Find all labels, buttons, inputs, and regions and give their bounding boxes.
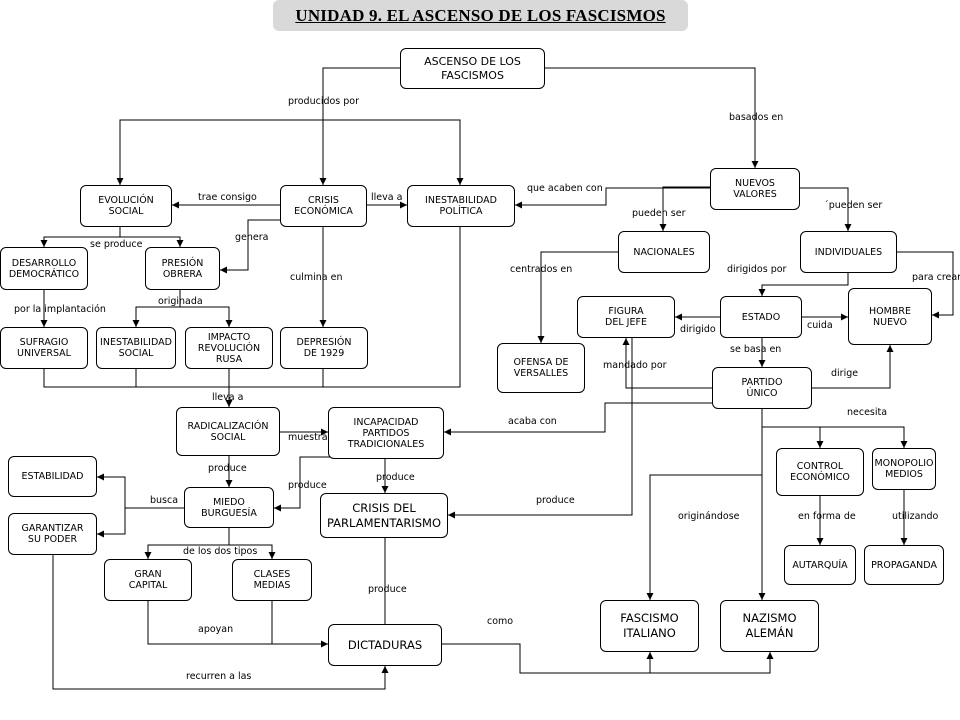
node-desarrollo-democratico: DESARROLLO DEMOCRÁTICO bbox=[0, 247, 88, 290]
node-incapacidad-partidos: INCAPACIDAD PARTIDOS TRADICIONALES bbox=[328, 407, 444, 459]
link-para-crear: para crear bbox=[912, 272, 960, 283]
link-busca: busca bbox=[150, 495, 179, 506]
node-hombre-nuevo: HOMBRE NUEVO bbox=[848, 288, 932, 345]
link-produce-2: produce bbox=[376, 472, 415, 483]
link-culmina-en: culmina en bbox=[290, 272, 343, 283]
node-ofensa-versalles: OFENSA DE VERSALLES bbox=[497, 343, 585, 393]
title-banner: UNIDAD 9. EL ASCENSO DE LOS FASCISMOS bbox=[273, 0, 688, 31]
link-utilizando: utilizando bbox=[892, 511, 939, 522]
link-se-produce: se produce bbox=[90, 239, 143, 250]
link-genera: genera bbox=[235, 232, 269, 243]
node-miedo-burguesia: MIEDO BURGUESÍA bbox=[184, 487, 274, 528]
node-inestabilidad-social: INESTABILIDAD SOCIAL bbox=[96, 327, 176, 369]
link-pueden-ser-2: ´pueden ser bbox=[824, 200, 883, 211]
node-estado: ESTADO bbox=[720, 296, 802, 338]
node-garantizar-su-poder: GARANTIZAR SU PODER bbox=[8, 513, 97, 555]
node-nazismo-aleman: NAZISMO ALEMÁN bbox=[720, 600, 819, 652]
link-produce-4: produce bbox=[536, 495, 575, 506]
node-propaganda: PROPAGANDA bbox=[864, 545, 944, 585]
link-recurren-a-las: recurren a las bbox=[186, 671, 252, 682]
node-presion-obrera: PRESIÓN OBRERA bbox=[145, 247, 220, 290]
link-lleva-a-1: lleva a bbox=[371, 192, 403, 203]
node-radicalizacion-social: RADICALIZACIÓN SOCIAL bbox=[176, 407, 280, 456]
node-gran-capital: GRAN CAPITAL bbox=[104, 559, 192, 601]
node-evolucion-social: EVOLUCIÓN SOCIAL bbox=[80, 185, 172, 227]
link-trae-consigo: trae consigo bbox=[198, 192, 257, 203]
node-figura-del-jefe: FIGURA DEL JEFE bbox=[577, 296, 675, 338]
link-que-acaben-con: que acaben con bbox=[527, 183, 603, 194]
node-autarquia: AUTARQUÍA bbox=[784, 545, 856, 585]
link-produce-5: produce bbox=[368, 584, 407, 595]
link-basados-en: basados en bbox=[729, 112, 784, 123]
link-se-basa-en: se basa en bbox=[730, 344, 782, 355]
page-title: UNIDAD 9. EL ASCENSO DE LOS FASCISMOS bbox=[295, 5, 666, 25]
link-en-forma-de: en forma de bbox=[798, 511, 856, 522]
link-originandose: originándose bbox=[678, 511, 740, 522]
node-nuevos-valores: NUEVOS VALORES bbox=[710, 168, 800, 210]
link-produce-3: produce bbox=[288, 480, 327, 491]
node-depresion-1929: DEPRESIÓN DE 1929 bbox=[280, 327, 368, 369]
link-produce-1: produce bbox=[208, 463, 247, 474]
link-acaba-con: acaba con bbox=[508, 416, 557, 427]
node-nacionales: NACIONALES bbox=[618, 231, 710, 273]
link-dirige: dirige bbox=[831, 368, 859, 379]
link-pueden-ser-1: pueden ser bbox=[632, 208, 686, 219]
link-por-la-implantacion: por la implantación bbox=[14, 304, 106, 315]
link-dirigidos-por: dirigidos por bbox=[727, 264, 787, 275]
node-clases-medias: CLASES MEDIAS bbox=[232, 559, 312, 601]
node-dictaduras: DICTADURAS bbox=[328, 624, 442, 666]
node-individuales: INDIVIDUALES bbox=[800, 231, 897, 273]
link-cuida: cuida bbox=[807, 320, 833, 331]
link-dirigido: dirigido bbox=[680, 324, 716, 335]
node-fascismo-italiano: FASCISMO ITALIANO bbox=[600, 600, 699, 652]
link-mandado-por: mandado por bbox=[603, 360, 667, 371]
node-crisis-economica: CRISIS ECONÓMICA bbox=[280, 185, 367, 227]
node-ascenso: ASCENSO DE LOS FASCISMOS bbox=[400, 48, 545, 89]
link-de-los-dos-tipos: de los dos tipos bbox=[183, 546, 258, 557]
node-control-economico: CONTROL ECONÓMICO bbox=[776, 448, 864, 496]
node-partido-unico: PARTIDO ÚNICO bbox=[712, 367, 812, 409]
node-estabilidad: ESTABILIDAD bbox=[8, 456, 97, 497]
link-originada: originada bbox=[158, 296, 203, 307]
link-muestra: muestra bbox=[288, 432, 328, 443]
node-sufragio-universal: SUFRAGIO UNIVERSAL bbox=[0, 327, 88, 369]
node-impacto-revolucion-rusa: IMPACTO REVOLUCIÓN RUSA bbox=[185, 327, 273, 369]
link-centrados-en: centrados en bbox=[510, 264, 573, 275]
link-producidos-por: producidos por bbox=[288, 96, 360, 107]
node-monopolio-medios: MONOPOLIO MEDIOS bbox=[872, 448, 936, 490]
link-apoyan: apoyan bbox=[198, 624, 234, 635]
node-inestabilidad-politica: INESTABILIDAD POLÍTICA bbox=[407, 185, 515, 227]
link-lleva-a-2: lleva a bbox=[212, 392, 244, 403]
link-necesita: necesita bbox=[847, 407, 888, 418]
link-como: como bbox=[487, 616, 514, 627]
node-crisis-parlamentarismo: CRISIS DEL PARLAMENTARISMO bbox=[320, 493, 448, 538]
